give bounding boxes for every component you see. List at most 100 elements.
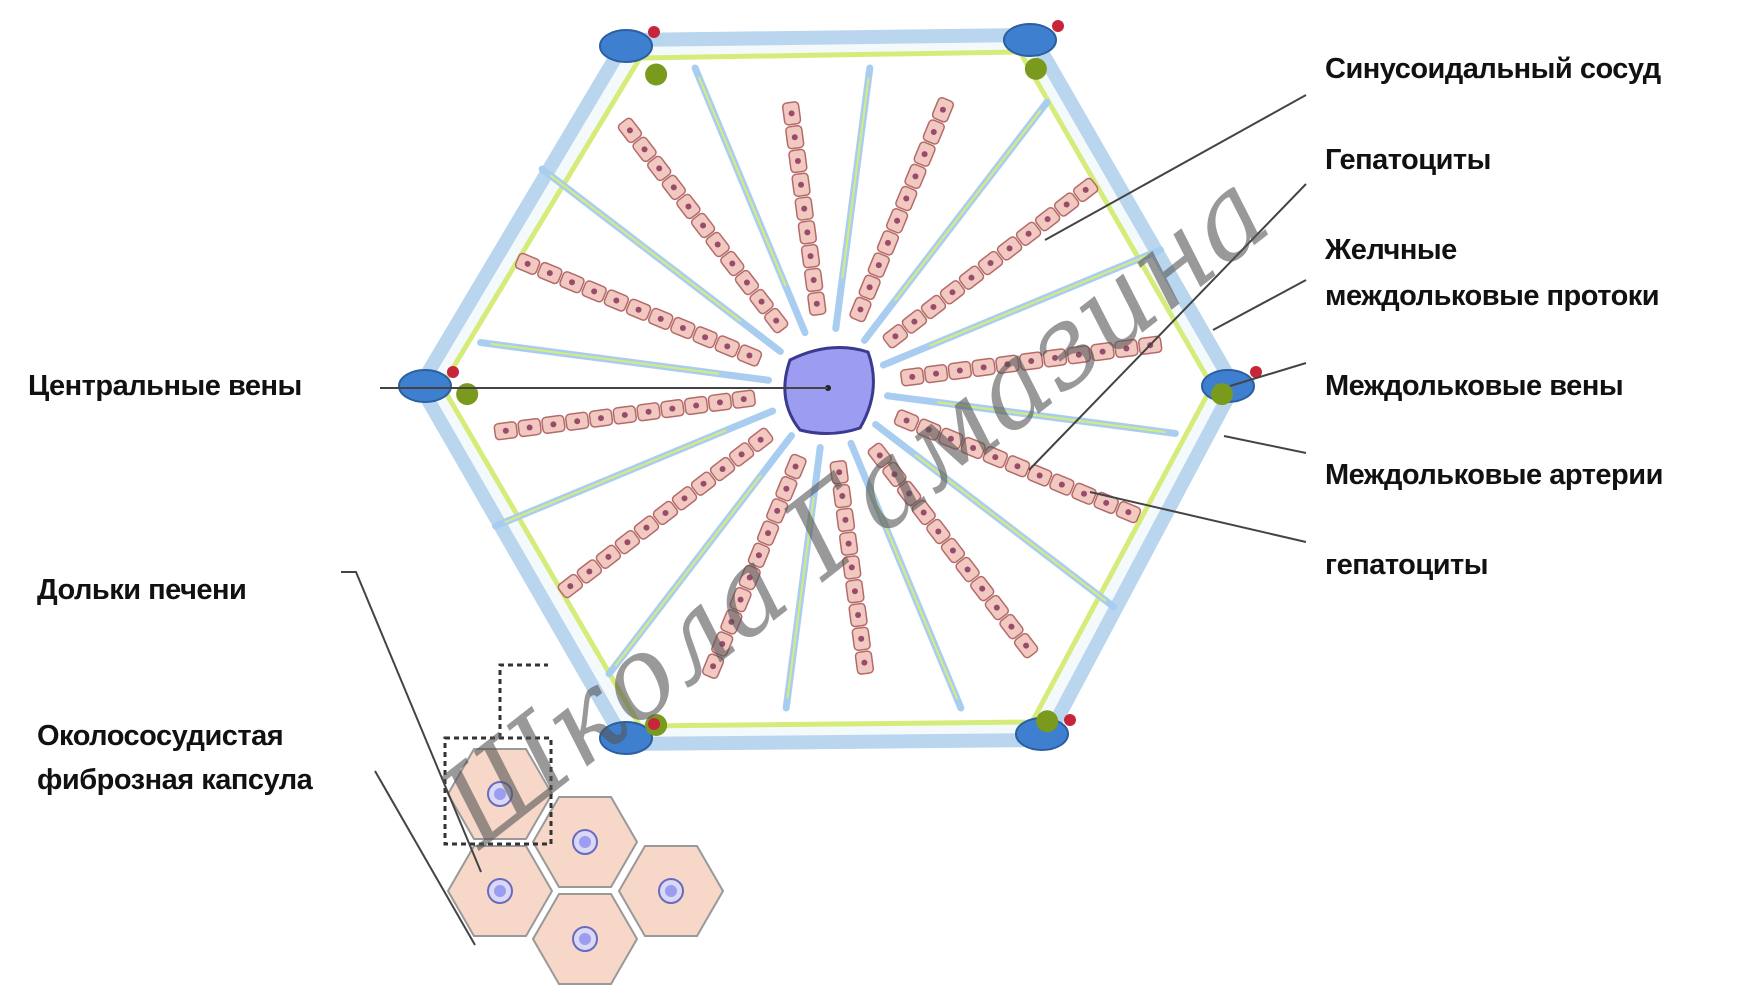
small-lobules [446, 747, 725, 986]
hepatocyte-nucleus [1075, 351, 1082, 358]
bile-canaliculus [929, 252, 1152, 347]
hepatocyte-nucleus [746, 574, 753, 581]
hepatocyte-nucleus [597, 415, 604, 422]
portal-triad [1201, 366, 1262, 406]
label-liver-lobules: Дольки печени [37, 574, 247, 606]
hepatocyte-nucleus [755, 552, 762, 559]
hepatocyte-nucleus [1025, 230, 1032, 237]
hepatocyte-nucleus [801, 205, 808, 212]
bile-canaliculus [490, 342, 720, 375]
hepatocyte-cord [867, 442, 1039, 659]
hepatocyte-nucleus [758, 298, 765, 305]
hepatocyte-nucleus [993, 604, 1000, 611]
hepatocyte-nucleus [591, 288, 598, 295]
hepatocyte-nucleus [714, 241, 721, 248]
bile-canaliculus [549, 174, 742, 322]
hepatocyte-nucleus [1063, 201, 1070, 208]
hepatocyte-nucleus [906, 490, 913, 497]
hepatocyte-nucleus [1023, 642, 1030, 649]
hepatocyte-nucleus [1081, 490, 1088, 497]
hepatocyte-nucleus [949, 289, 956, 296]
bile-canaliculus [869, 489, 958, 700]
bile-canaliculus [698, 76, 787, 287]
hepatocyte-nucleus [524, 260, 531, 267]
hepatocyte-nucleus [1014, 463, 1021, 470]
hepatocyte-nucleus [719, 466, 726, 473]
hepatocyte-cord [557, 427, 774, 599]
hepatocyte-nucleus [939, 106, 946, 113]
bile-duct [1036, 710, 1059, 733]
hepatocyte-nucleus [979, 585, 986, 592]
hepatocyte-nucleus [848, 564, 855, 571]
hepatocyte-nucleus [810, 276, 817, 283]
hepatocyte-nucleus [774, 507, 781, 514]
hepatocyte-nucleus [935, 528, 942, 535]
dashed-selection-box [443, 736, 553, 846]
label-capsule-2: фиброзная капсула [37, 764, 313, 796]
hepatocyte-nucleus [792, 463, 799, 470]
bile-canaliculus [504, 429, 727, 524]
hepatocyte-nucleus [710, 663, 717, 670]
hepatocyte-nucleus [903, 417, 910, 424]
small-lobule [446, 844, 554, 938]
hepatocyte-nucleus [866, 284, 873, 291]
hepatocyte-nucleus [700, 222, 707, 229]
hepatocyte-nucleus [773, 317, 780, 324]
hepatocyte-nucleus [1082, 186, 1089, 193]
hepatocyte-cord [893, 409, 1142, 524]
hepatocyte-nucleus [702, 334, 709, 341]
hepatocyte-nucleus [911, 318, 918, 325]
dashed-connector [498, 663, 548, 738]
hepatocyte-nucleus [657, 315, 664, 322]
hepatocyte-cord [781, 101, 827, 316]
bile-duct [456, 383, 479, 406]
hepatocyte-nucleus [1044, 216, 1051, 223]
hepatocyte-nucleus [724, 343, 731, 350]
hepatocyte-nucleus [791, 134, 798, 141]
bile-canaliculus [894, 109, 1042, 302]
hepatocyte-nucleus [626, 127, 633, 134]
portal-triads [398, 20, 1262, 755]
hepatocyte-nucleus [613, 297, 620, 304]
hepatocyte-nucleus [567, 583, 574, 590]
hepatocyte-cord [900, 335, 1163, 387]
hepatocyte-nucleus [836, 469, 843, 476]
hepatic-lobule [398, 20, 1262, 755]
hepatocyte-nucleus [1052, 354, 1059, 361]
hepatocyte-nucleus [884, 239, 891, 246]
hepatocyte-nucleus [669, 405, 676, 412]
hepatocyte-cords [477, 64, 1179, 712]
hepatocyte-nucleus [746, 352, 753, 359]
hepatocyte-nucleus [656, 165, 663, 172]
hepatocyte-nucleus [738, 451, 745, 458]
hepatocyte-nucleus [1099, 348, 1106, 355]
hepatocyte-nucleus [568, 279, 575, 286]
label-sinusoid: Синусоидальный сосуд [1325, 53, 1661, 85]
hepatocyte-nucleus [719, 641, 726, 648]
hepatocyte-nucleus [716, 399, 723, 406]
hepatocyte-nucleus [662, 509, 669, 516]
hepatocyte-nucleus [930, 303, 937, 310]
bile-canaliculus [614, 474, 762, 667]
hepatocyte-nucleus [855, 612, 862, 619]
hepatocyte-nucleus [1036, 472, 1043, 479]
hepatocyte-cord [617, 117, 789, 334]
interlobular-artery [648, 26, 660, 38]
hepatocyte-nucleus [875, 262, 882, 269]
hepatocyte-nucleus [641, 146, 648, 153]
hepatocyte-nucleus [933, 370, 940, 377]
small-lobule [531, 892, 639, 986]
hepatocyte-nucleus [794, 157, 801, 164]
hepatocyte-nucleus [645, 408, 652, 415]
hepatocyte-nucleus [574, 418, 581, 425]
hepatocyte-cord [882, 177, 1099, 349]
hepatocyte-nucleus [1006, 245, 1013, 252]
interlobular-vein [1003, 23, 1057, 57]
label-hepatocytes-bottom: гепатоциты [1325, 549, 1489, 581]
hepatocyte-nucleus [857, 306, 864, 313]
hepatocyte-nucleus [643, 524, 650, 531]
bile-duct [645, 63, 668, 86]
interlobular-artery [1250, 366, 1262, 378]
leader-lines [341, 94, 1307, 946]
